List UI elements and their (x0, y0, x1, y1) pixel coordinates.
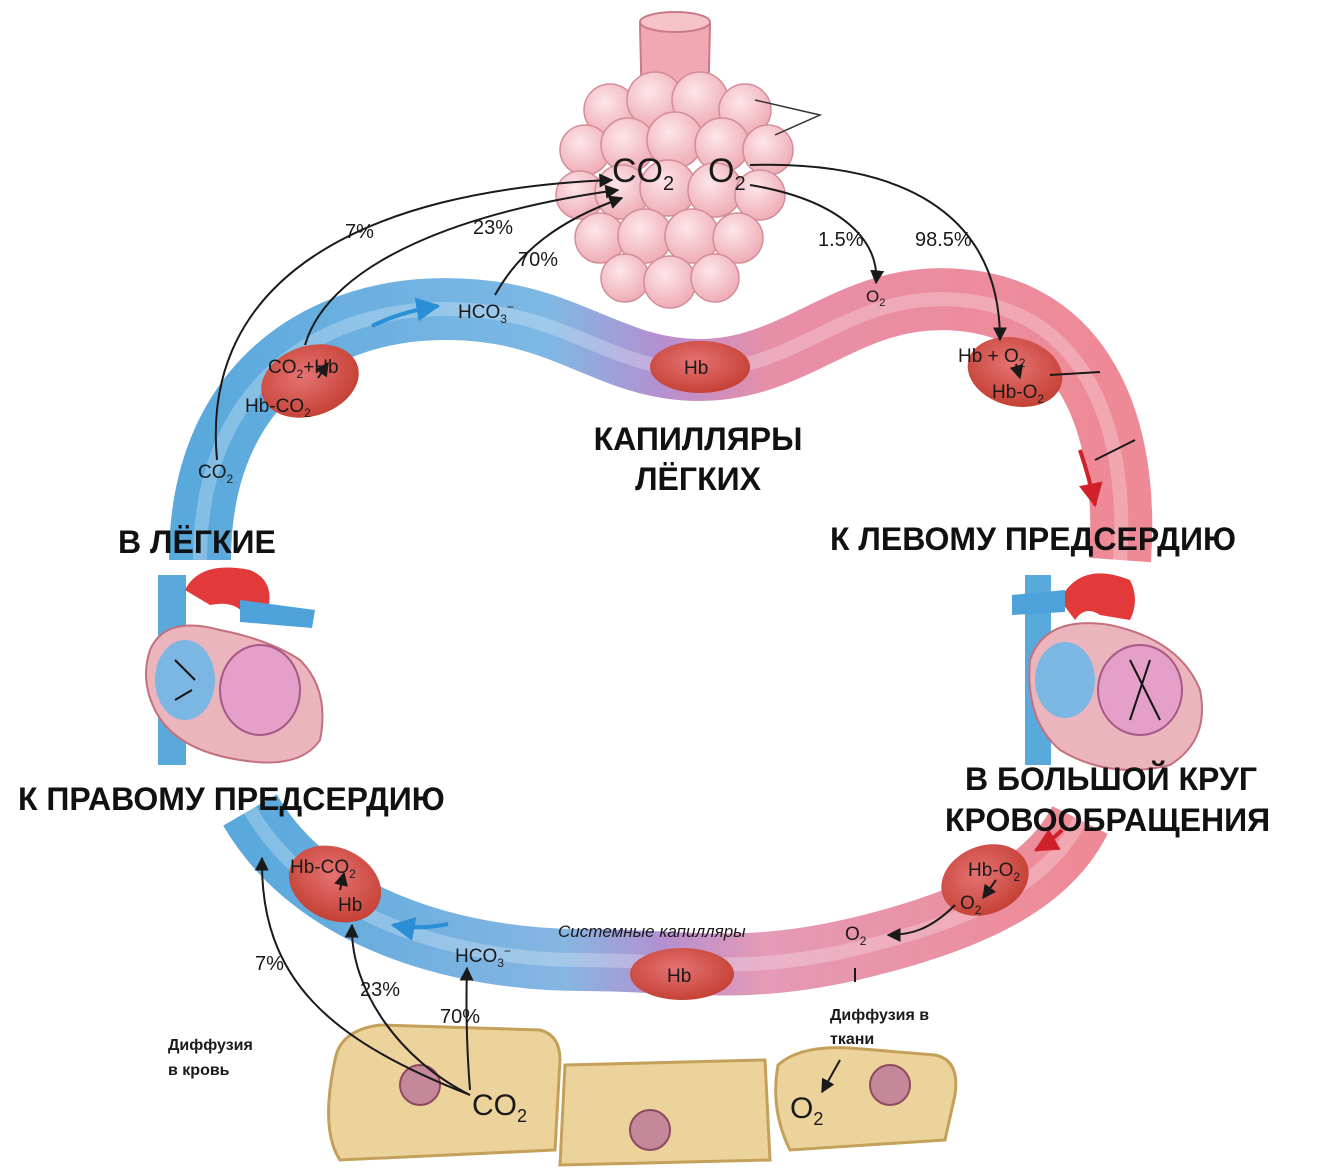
heading-to-right-atrium: К ПРАВОМУ ПРЕДСЕРДИЮ (18, 781, 445, 817)
pct-98-5-lung: 98.5% (915, 229, 972, 251)
diffusion-blood-1: Диффузия (168, 1037, 253, 1054)
diffusion-tissue-1: Диффузия в (830, 1007, 929, 1024)
co2-hb-lung: CO2+Hb (268, 357, 339, 381)
hb-co2-lung: Hb-CO2 (245, 396, 311, 420)
pct-23-systemic: 23% (360, 979, 400, 1001)
heading-to-lungs: В ЛЁГКИЕ (118, 524, 276, 560)
hb-o2-lung: Hb-O2 (992, 382, 1044, 406)
hb-systemic-left: Hb (338, 895, 362, 916)
heart-right (1012, 573, 1202, 770)
pct-70-systemic: 70% (440, 1006, 480, 1028)
heading-systemic-1: В БОЛЬШОЙ КРУГ (965, 761, 1257, 797)
hb-plus-o2-lung: Hb + O2 (958, 346, 1026, 370)
hb-lung-center: Hb (684, 358, 708, 379)
pct-7-lung: 7% (345, 221, 374, 243)
diffusion-tissue-2: ткани (830, 1031, 874, 1048)
pct-1-5-lung: 1.5% (818, 229, 864, 251)
alveoli-cluster (556, 12, 820, 308)
pct-7-systemic: 7% (255, 953, 284, 975)
hb-o2-systemic: Hb-O2 (968, 860, 1020, 884)
pct-23-lung: 23% (473, 217, 513, 239)
heading-systemic-2: КРОВООБРАЩЕНИЯ (945, 802, 1270, 838)
heart-left (146, 568, 323, 766)
diffusion-blood-2: в кровь (168, 1062, 230, 1079)
heading-to-left-atrium: К ЛЕВОМУ ПРЕДСЕРДИЮ (830, 521, 1236, 557)
systemic-capillaries-caption: Системные капилляры (558, 922, 746, 941)
pct-70-lung: 70% (518, 249, 558, 271)
hb-systemic-center: Hb (667, 966, 691, 987)
hb-co2-systemic: Hb-CO2 (290, 857, 356, 881)
heading-lung-capillaries-2: ЛЁГКИХ (635, 461, 762, 497)
heading-lung-capillaries-1: КАПИЛЛЯРЫ (594, 421, 803, 457)
